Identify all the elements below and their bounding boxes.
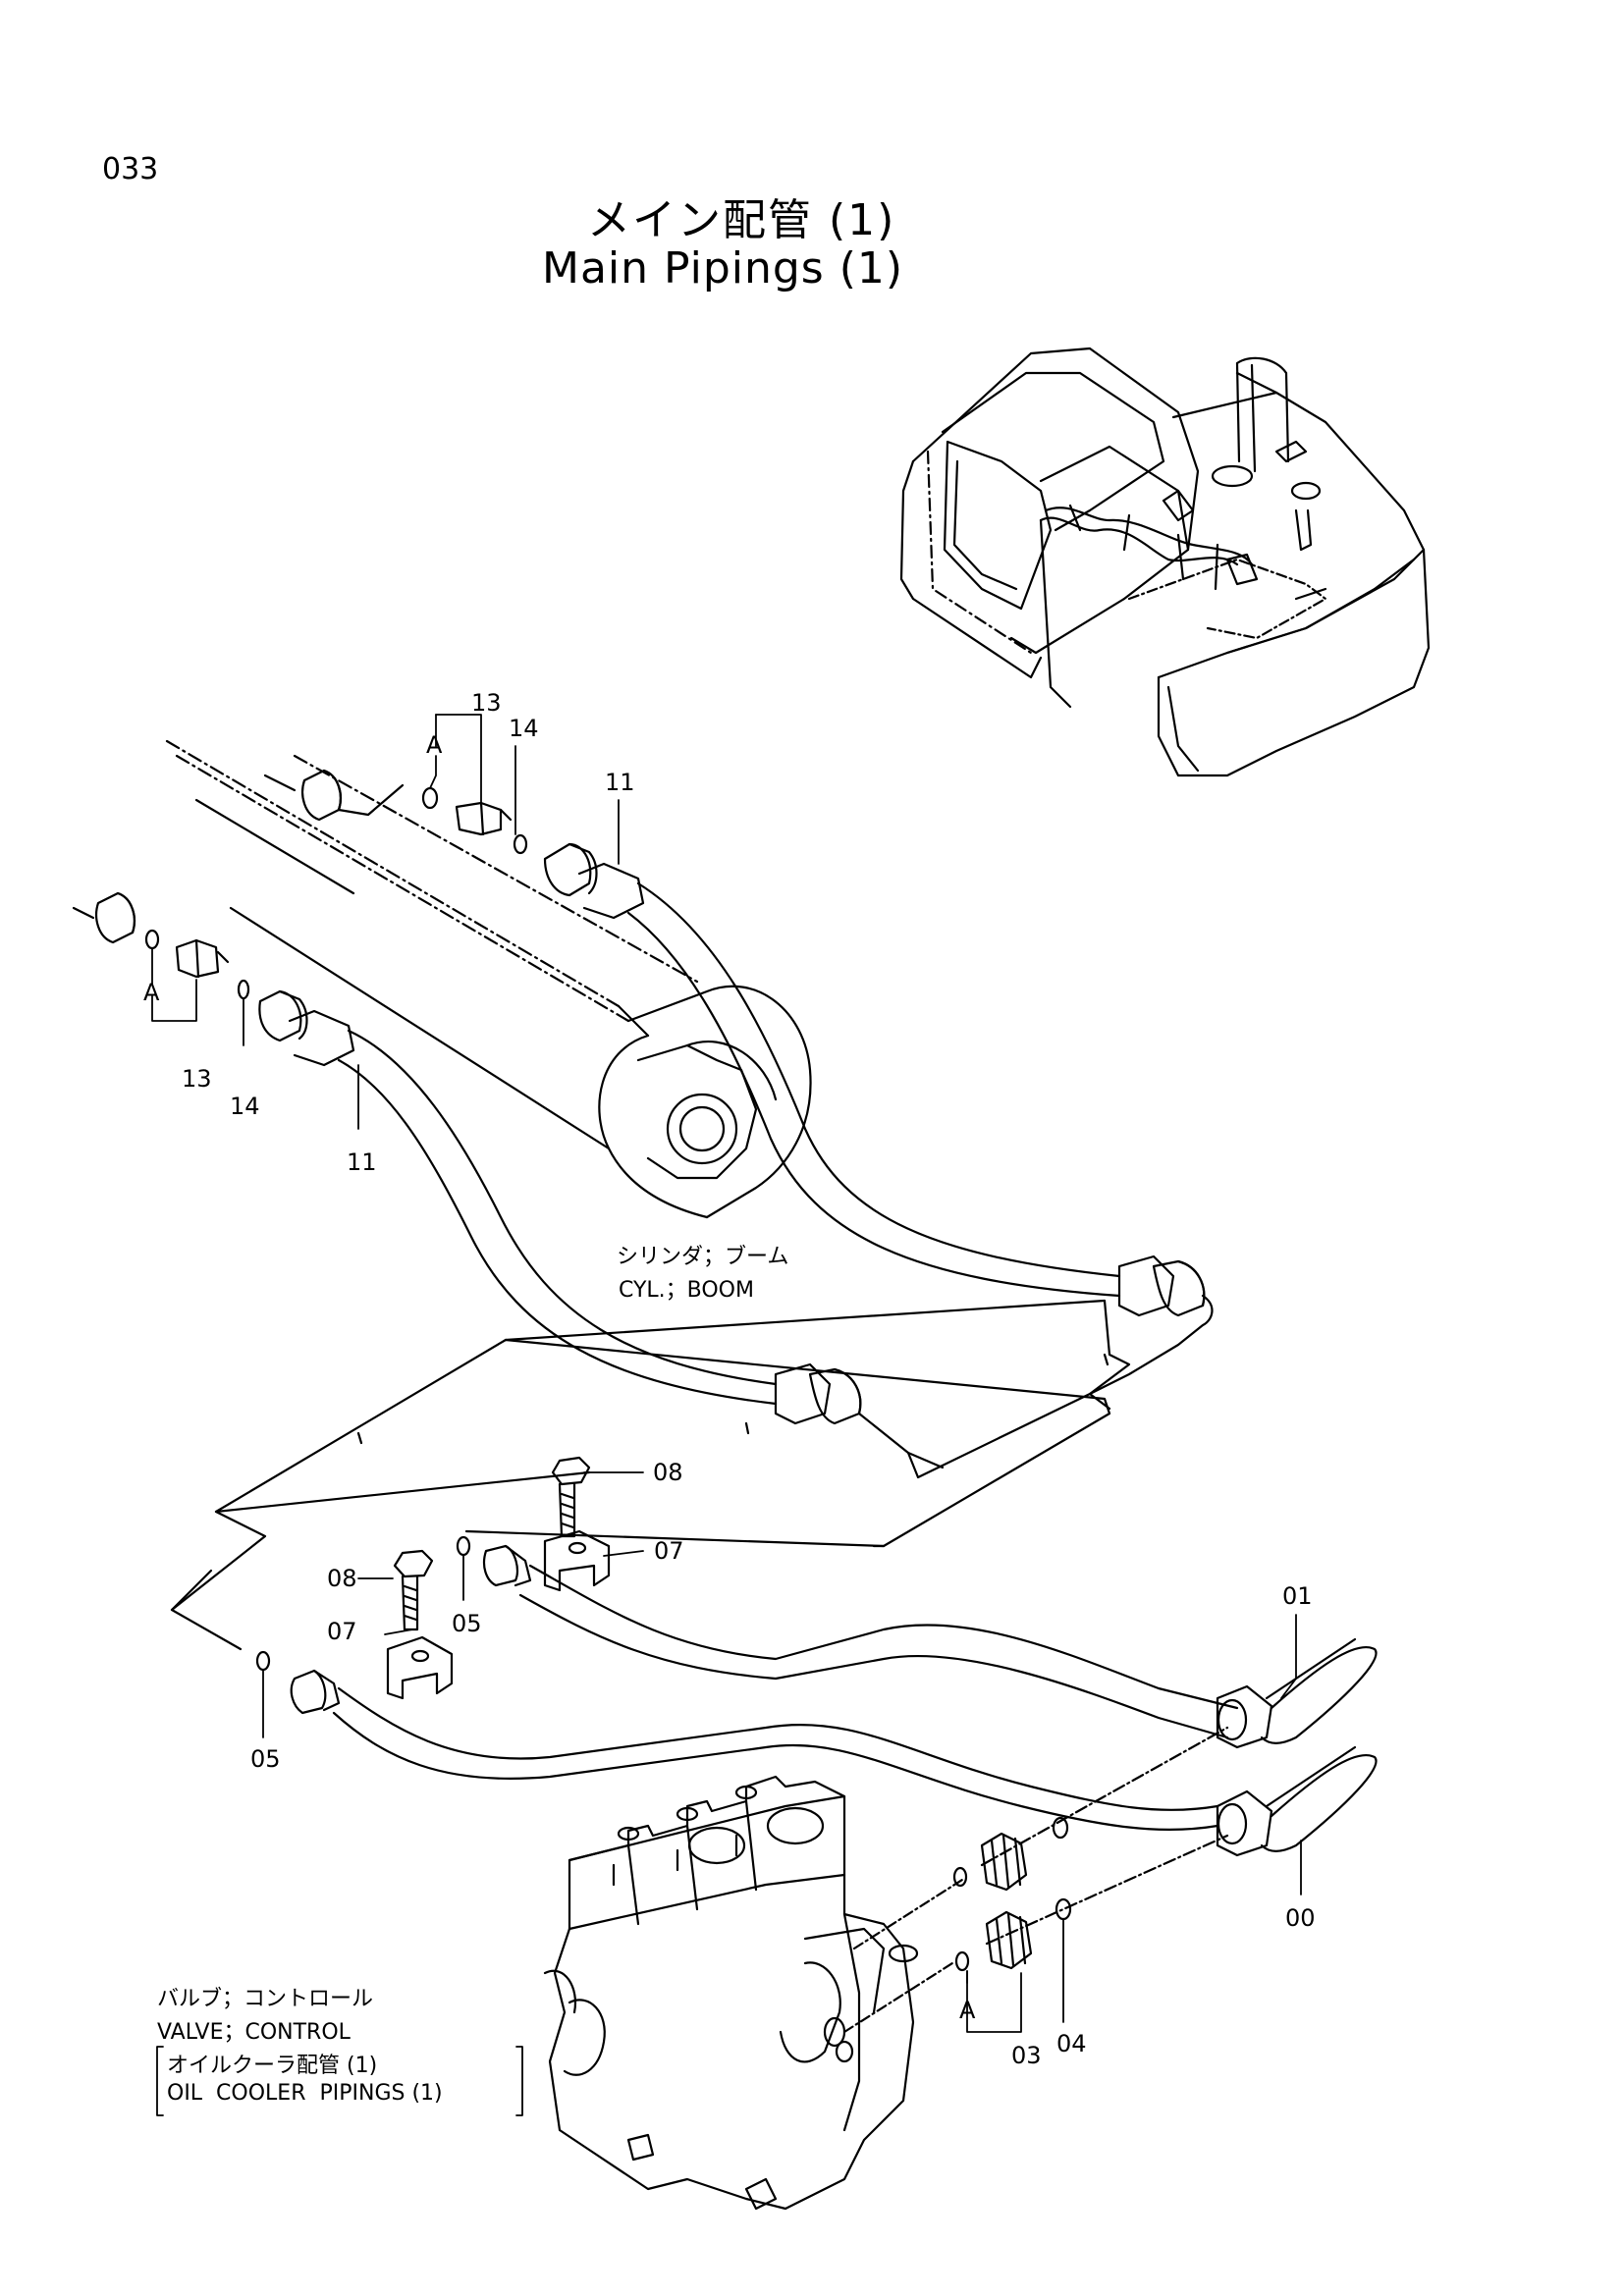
part-label-08-left: 08 [327, 1565, 357, 1592]
upper-hose-assembly [263, 769, 1214, 1411]
clamp-and-tube-assembly [255, 1456, 1378, 1857]
part-label-00: 00 [1285, 1904, 1316, 1932]
control-valve-illustration [543, 1726, 1229, 2211]
part-label-03: 03 [1011, 2042, 1042, 2069]
leader-lines [151, 714, 1302, 2033]
caption-valve-english: VALVE；CONTROL [157, 2020, 351, 2045]
caption-cylinder-english: CYL.；BOOM [619, 1278, 754, 1303]
part-label-14-upper: 14 [509, 715, 539, 742]
part-label-07-left: 07 [327, 1618, 357, 1645]
part-label-11-left: 11 [347, 1148, 377, 1176]
part-label-11-upper: 11 [605, 769, 635, 796]
part-label-07-right: 07 [654, 1537, 684, 1565]
frame-plate-outline [170, 1299, 1131, 1651]
part-label-13-upper: 13 [471, 689, 502, 717]
part-label-a-bottom: A [959, 1997, 976, 2024]
lower-hose-assembly [72, 891, 945, 1469]
page-number: 033 [102, 152, 159, 187]
caption-valve-japanese: バルブ；コントロール [157, 1987, 374, 2011]
page-title-japanese: メイン配管 (1) [587, 195, 896, 245]
part-label-14-left: 14 [230, 1093, 260, 1120]
part-label-a-left: A [143, 979, 160, 1006]
part-label-a-upper: A [426, 731, 443, 759]
part-label-08-right: 08 [653, 1459, 683, 1486]
part-label-13-left: 13 [182, 1065, 212, 1093]
caption-oil-cooler-english: OIL COOLER PIPINGS (1) [167, 2081, 443, 2106]
part-label-04: 04 [1056, 2030, 1087, 2057]
caption-oil-cooler-japanese: オイルクーラ配管 (1) [167, 2054, 378, 2078]
part-label-01: 01 [1282, 1582, 1313, 1610]
excavator-overview-illustration [899, 347, 1431, 777]
caption-bracket [156, 2046, 523, 2116]
part-label-05-mid: 05 [452, 1610, 482, 1637]
caption-cylinder-japanese: シリンダ；ブーム [617, 1245, 789, 1269]
page-title-english: Main Pipings (1) [542, 243, 904, 294]
part-label-05-left: 05 [250, 1745, 281, 1773]
boom-cylinder-illustration [165, 739, 812, 1219]
